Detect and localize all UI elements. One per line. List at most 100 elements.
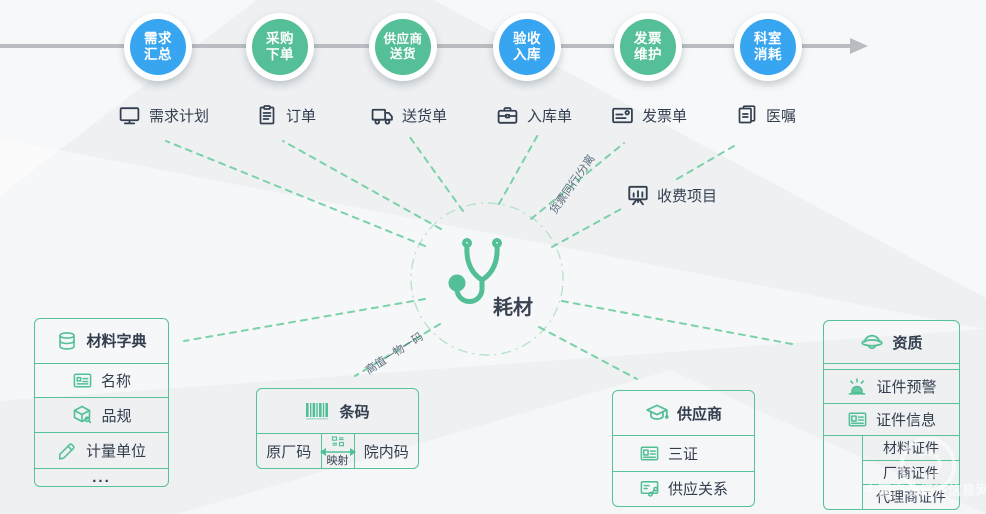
officer-cap-icon xyxy=(860,330,884,354)
box-title: 供应商 xyxy=(676,405,722,423)
row-spec: 品规 xyxy=(35,397,168,432)
row-manufacturer-certificate: 厂商证件 xyxy=(863,459,959,485)
step-label: 供应商 xyxy=(383,31,423,46)
link-card-icon xyxy=(639,478,660,499)
graduation-cap-icon xyxy=(645,401,669,425)
step-label: 送货 xyxy=(389,47,416,61)
charge-item: 收费项目 xyxy=(626,183,717,207)
supplier-box: 供应商 三证 供应关系 xyxy=(612,390,755,507)
doc-medical-order: 医嘱 xyxy=(736,102,796,128)
doc-demand-plan: 需求计划 xyxy=(118,102,209,128)
step-label: 下单 xyxy=(266,47,294,62)
step-supplier-delivery: 供应商送货 xyxy=(369,13,437,81)
center-label: 耗材 xyxy=(493,297,533,319)
doc-label: 需求计划 xyxy=(149,107,210,125)
step-label: 采购 xyxy=(266,30,294,46)
dash-line-order xyxy=(282,140,442,230)
barcode-icon xyxy=(305,401,331,421)
ellipsis-label: ... xyxy=(92,468,111,486)
dash-line-medical-order xyxy=(676,145,735,180)
documents-icon xyxy=(736,104,758,126)
step-label: 科室 xyxy=(754,30,782,46)
doc-label: 送货单 xyxy=(402,107,448,125)
truck-icon xyxy=(371,104,394,127)
row-agent-certificate: 代理商证件 xyxy=(863,484,959,509)
clipboard-icon xyxy=(256,104,278,126)
row-label: 证件信息 xyxy=(875,412,936,429)
doc-label: 订单 xyxy=(286,107,317,125)
dash-line-delivery-note xyxy=(408,135,464,212)
material-dictionary-header: 材料字典 xyxy=(35,319,168,363)
dash-line-material-dict xyxy=(183,298,426,342)
cell-factory-code: 原厂码 xyxy=(257,434,321,468)
material-dictionary-box: 材料字典 名称 品规 计量单位 ... xyxy=(34,318,169,487)
row-label: 供应关系 xyxy=(668,481,729,499)
siren-icon xyxy=(846,376,868,398)
doc-order: 订单 xyxy=(256,102,316,128)
briefcase-icon xyxy=(496,104,519,127)
row-three-certificates: 三证 xyxy=(613,435,754,470)
qualification-header: 资质 xyxy=(824,321,959,363)
cell-hospital-code: 院内码 xyxy=(355,434,419,468)
row-label: 厂商证件 xyxy=(883,464,939,481)
invoice-icon xyxy=(611,104,634,127)
step-label: 需求 xyxy=(144,30,172,46)
doc-warehouse-receipt: 入库单 xyxy=(496,102,572,128)
dash-line-supplier xyxy=(538,326,638,380)
card-icon xyxy=(72,370,93,391)
step-acceptance-warehousing: 验收入库 xyxy=(493,13,561,81)
dash-line-qualification xyxy=(561,300,793,345)
dash-line-receipt xyxy=(498,130,541,205)
box-title: 条码 xyxy=(339,403,370,421)
step-label: 入库 xyxy=(513,47,541,62)
id-card-icon xyxy=(847,409,868,430)
monitor-icon xyxy=(118,104,141,127)
cell-label: 原厂码 xyxy=(266,443,312,461)
row-label: 三证 xyxy=(668,445,699,463)
doc-delivery-note: 送货单 xyxy=(371,102,447,128)
step-label: 维护 xyxy=(634,47,662,62)
row-certificate-warning: 证件预警 xyxy=(824,369,959,403)
row-label: 代理商证件 xyxy=(876,489,946,506)
sub-table-spacer xyxy=(824,436,863,509)
step-invoice-maintenance: 发票维护 xyxy=(614,13,682,81)
row-more: ... xyxy=(35,468,168,486)
database-icon xyxy=(56,330,78,352)
pen-icon xyxy=(57,440,78,461)
box-title: 材料字典 xyxy=(86,333,147,351)
doc-invoice: 发票单 xyxy=(611,102,687,128)
timeline-arrow-icon xyxy=(850,38,868,54)
row-label: 品规 xyxy=(101,407,132,425)
cell-mapping: 映射 xyxy=(319,434,356,468)
row-label: 名称 xyxy=(100,373,131,391)
box-icon xyxy=(71,404,93,426)
row-label: 材料证件 xyxy=(883,439,939,456)
step-department-consumption: 科室消耗 xyxy=(734,13,802,81)
mapping-label: 映射 xyxy=(326,455,349,467)
divider xyxy=(824,363,959,369)
row-supply-relationship: 供应关系 xyxy=(613,470,754,506)
chart-board-icon xyxy=(626,183,650,207)
step-purchase-order: 采购下单 xyxy=(246,13,314,81)
doc-label: 入库单 xyxy=(527,107,573,125)
dash-line-barcode xyxy=(354,323,441,377)
qualification-box: 资质 证件预警 证件信息 材料证件 厂商证件 代理商证件 xyxy=(823,320,960,510)
charge-item-label: 收费项目 xyxy=(657,187,718,205)
step-label: 消耗 xyxy=(754,47,782,62)
doc-label: 医嘱 xyxy=(766,107,797,125)
doc-label: 发票单 xyxy=(642,107,688,125)
supplier-header: 供应商 xyxy=(613,391,754,435)
barcode-box: 条码 原厂码 映射 院内码 xyxy=(256,388,419,469)
id-card-icon xyxy=(639,443,660,464)
row-label: 证件预警 xyxy=(876,379,937,396)
dash-line-charge-item xyxy=(551,208,622,248)
row-name: 名称 xyxy=(35,362,168,397)
barcode-header: 条码 xyxy=(257,389,418,433)
dash-line-demand-plan xyxy=(165,140,426,247)
row-unit: 计量单位 xyxy=(35,432,168,468)
step-label: 发票 xyxy=(634,30,662,46)
certificate-sub-table: 材料证件 厂商证件 代理商证件 xyxy=(824,435,959,509)
step-demand-summary: 需求汇总 xyxy=(124,13,192,81)
step-label: 验收 xyxy=(513,30,541,46)
